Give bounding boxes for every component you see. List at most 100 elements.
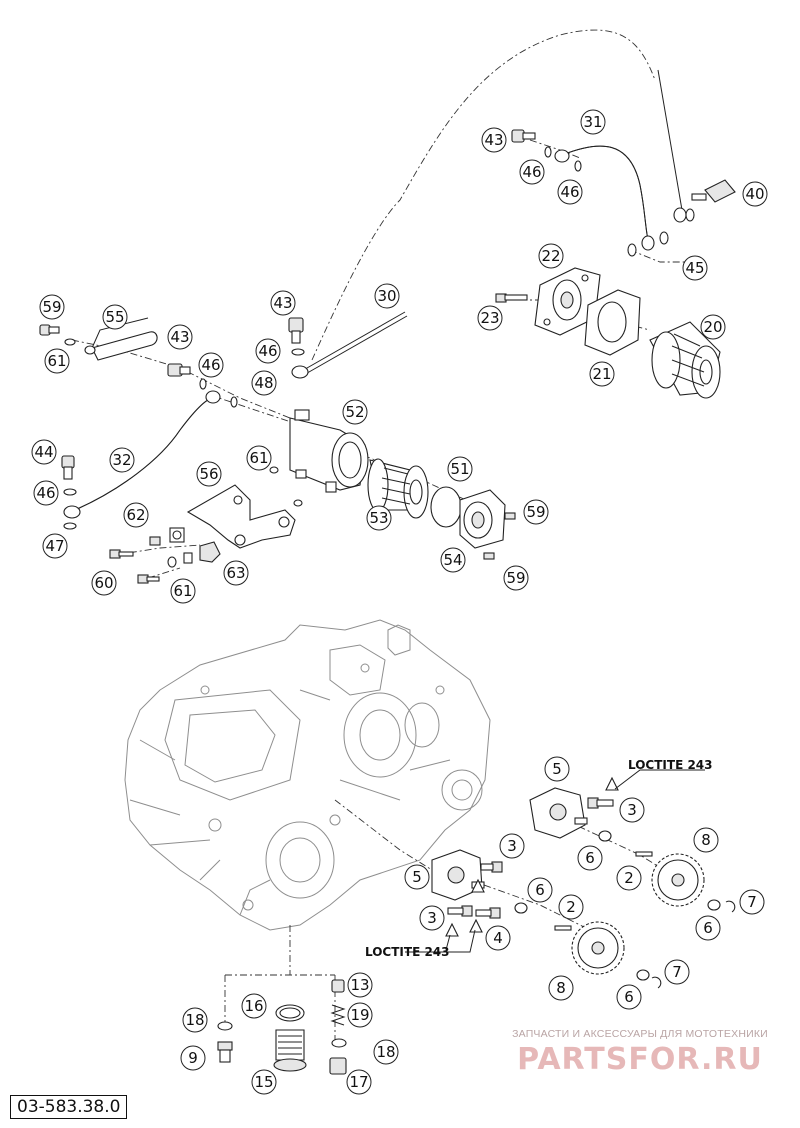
oil-line-pipe-32 [63, 390, 221, 519]
callout-circle [91, 570, 117, 596]
callout-label: 51 [450, 460, 469, 478]
spring-19 [330, 1004, 346, 1026]
callout-label: 43 [484, 131, 503, 149]
callout-circle [693, 827, 719, 853]
callout-circle [538, 243, 564, 269]
callout-label: 63 [226, 564, 245, 582]
callout-label: 8 [701, 831, 711, 849]
callout-label: 61 [249, 449, 268, 467]
drain-plug-9 [217, 1041, 233, 1063]
callout-circle [616, 865, 642, 891]
oil-line-pipe-upright [657, 69, 687, 223]
callout-18: 18 [182, 1007, 208, 1033]
document-number: 03-583.38.0 [10, 1095, 128, 1119]
callout-6: 6 [616, 984, 642, 1010]
callout-circle [347, 972, 373, 998]
callout-13: 13 [347, 972, 373, 998]
callout-circle [485, 925, 511, 951]
callout-label: 15 [254, 1073, 273, 1091]
callout-circle [742, 181, 768, 207]
callout-circle [366, 505, 392, 531]
callout-label: 5 [552, 760, 562, 778]
callout-label: 52 [345, 403, 364, 421]
callout-label: 2 [566, 898, 576, 916]
callout-3: 3 [499, 833, 525, 859]
callout-7: 7 [664, 959, 690, 985]
callout-56: 56 [196, 461, 222, 487]
gear-8-lower [571, 921, 625, 975]
callout-label: 32 [112, 451, 131, 469]
callout-label: 54 [443, 551, 462, 569]
callout-label: 18 [376, 1043, 395, 1061]
callout-16: 16 [241, 993, 267, 1019]
callout-label: 9 [188, 1049, 198, 1067]
assembly-centre-lines [71, 29, 690, 1045]
callout-46: 46 [255, 338, 281, 364]
oil-filter-housing-52 [289, 409, 369, 493]
callout-circle [499, 833, 525, 859]
callout-label: 60 [94, 574, 113, 592]
oil-filter-20 [649, 321, 721, 399]
callout-31: 31 [580, 109, 606, 135]
callout-46: 46 [519, 159, 545, 185]
callout-label: 46 [522, 163, 541, 181]
callout-label: 59 [526, 503, 545, 521]
callout-2: 2 [558, 894, 584, 920]
callout-61: 61 [170, 578, 196, 604]
callout-circle [519, 159, 545, 185]
callout-circle [527, 877, 553, 903]
callout-9: 9 [180, 1045, 206, 1071]
callout-circle [180, 1045, 206, 1071]
callout-8: 8 [693, 827, 719, 853]
callout-54: 54 [440, 547, 466, 573]
callout-45: 45 [682, 255, 708, 281]
oil-filter-53 [367, 458, 429, 519]
callout-22: 22 [538, 243, 564, 269]
callout-label: 7 [672, 963, 682, 981]
callout-61: 61 [246, 445, 272, 471]
callout-circle [664, 959, 690, 985]
callout-46: 46 [557, 179, 583, 205]
callout-label: 44 [34, 443, 53, 461]
callout-circle [255, 338, 281, 364]
callout-circle [557, 179, 583, 205]
callout-43: 43 [270, 290, 296, 316]
loctite-note-upper: LOCTITE 243 [628, 758, 713, 772]
callout-circle [342, 399, 368, 425]
callout-circle [270, 290, 296, 316]
callout-circle [548, 975, 574, 1001]
callout-circle [182, 1007, 208, 1033]
callout-43: 43 [481, 127, 507, 153]
callout-label: 62 [126, 506, 145, 524]
callout-circle [544, 756, 570, 782]
callout-46: 46 [33, 480, 59, 506]
callout-circle [619, 797, 645, 823]
watermark-tagline: ЗАПЧАСТИ И АКСЕССУАРЫ ДЛЯ МОТОТЕХНИКИ [512, 1028, 768, 1040]
plug-13 [331, 979, 345, 993]
callout-label: 46 [36, 484, 55, 502]
callout-label: 3 [627, 801, 637, 819]
callout-label: 53 [369, 509, 388, 527]
callout-label: 43 [170, 328, 189, 346]
callout-label: 40 [745, 185, 764, 203]
callout-label: 5 [412, 868, 422, 886]
loctite-note-lower: LOCTITE 243 [365, 945, 450, 959]
callout-6: 6 [527, 877, 553, 903]
callout-circle [373, 1039, 399, 1065]
callout-44: 44 [31, 439, 57, 465]
callout-6: 6 [695, 915, 721, 941]
leader-lines [405, 769, 705, 953]
callout-circle [580, 109, 606, 135]
callout-circle [251, 370, 277, 396]
callout-60: 60 [91, 570, 117, 596]
callout-51: 51 [447, 456, 473, 482]
crankcase-outline [124, 619, 491, 931]
banjo-bolts-upper-left [39, 317, 304, 480]
callout-label: 45 [685, 259, 704, 277]
callout-circle [42, 533, 68, 559]
callout-circle [374, 283, 400, 309]
callout-circle [251, 1069, 277, 1095]
callout-circle [196, 461, 222, 487]
callout-label: 56 [199, 465, 218, 483]
callout-circle [577, 845, 603, 871]
